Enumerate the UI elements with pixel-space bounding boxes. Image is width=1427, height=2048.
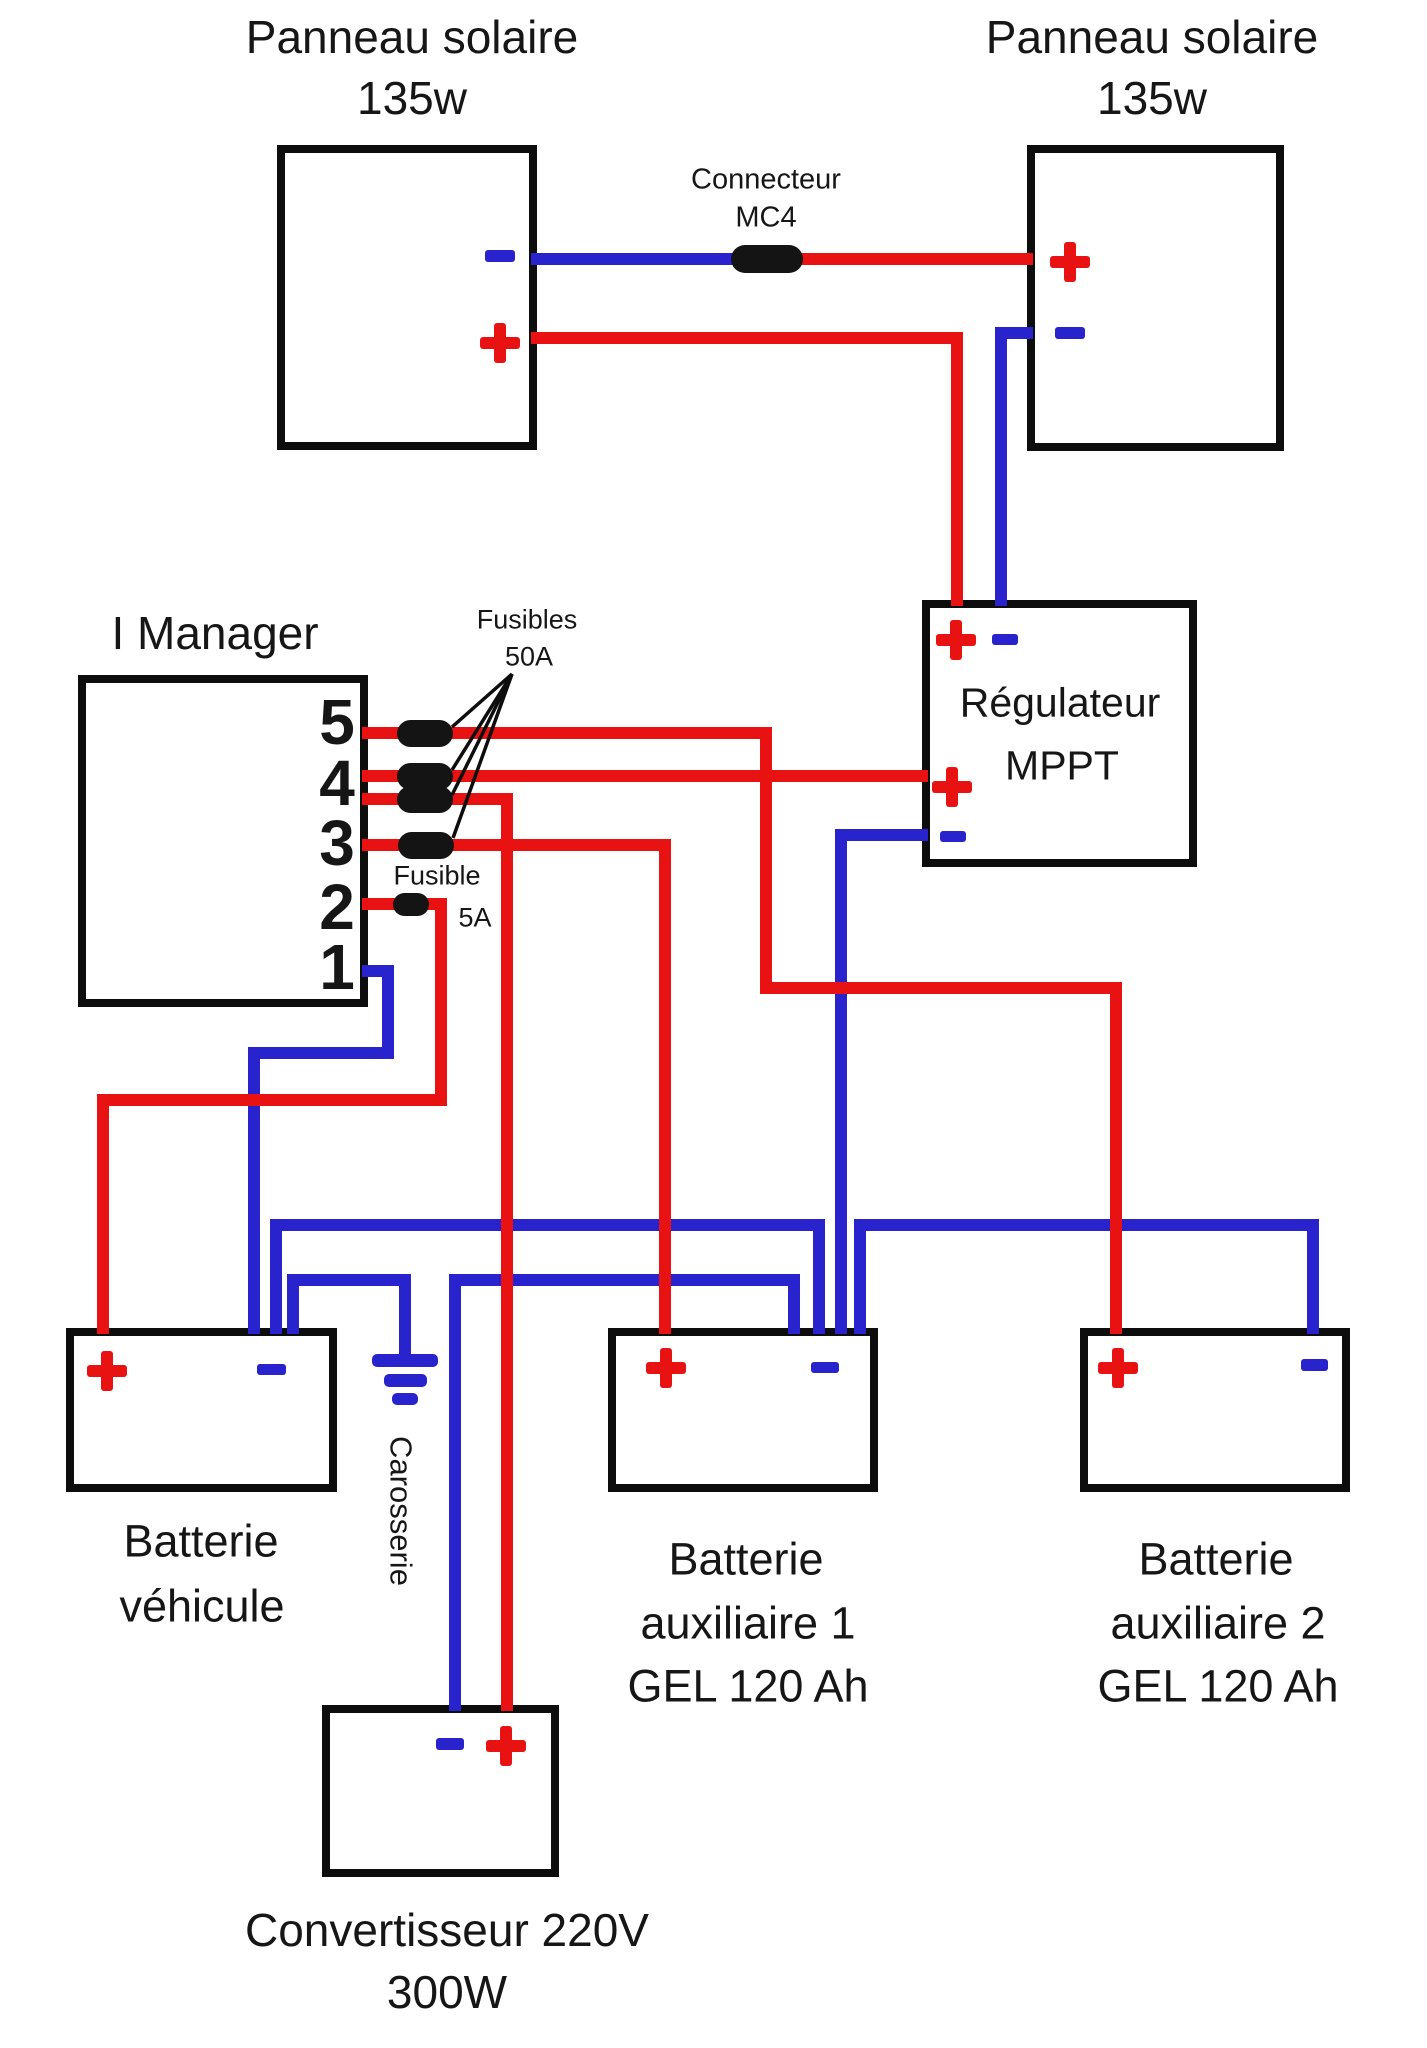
wire-terminal2-to-vehicle-pos-seg3	[97, 1094, 109, 1334]
terminal-number-4: 4	[319, 747, 355, 819]
wire-terminal5-to-aux2-pos-seg3	[1110, 982, 1122, 1334]
wire-vehicle-neg-to-ground-seg0	[287, 1274, 299, 1334]
battery-aux1-label-3: GEL 120 Ah	[627, 1660, 869, 1712]
fuse-50a-1	[397, 719, 453, 747]
mppt-left-plus-terminal-vbar	[946, 767, 958, 807]
converter-box	[322, 1705, 559, 1877]
mppt-top-minus-terminal	[992, 633, 1018, 645]
battery-aux2-label-1: Batterie	[1138, 1533, 1294, 1585]
panel-left-title-line1: Panneau solaire	[245, 11, 579, 63]
fuse-5a	[393, 892, 429, 916]
wire-terminal4b-to-converter-seg1	[501, 793, 513, 1711]
battery-aux2-minus	[1300, 1359, 1328, 1371]
fuse-50a-4	[398, 831, 454, 859]
wire-panel-left-pos-to-mppt-seg0	[531, 332, 963, 344]
fusible5-label-line1: Fusible	[393, 860, 481, 891]
terminal-number-2: 2	[319, 871, 355, 943]
wire-terminal4-to-mppt-pos-seg0	[362, 770, 928, 782]
bus-aux1-neg-to-aux2-neg-seg1	[854, 1219, 1319, 1231]
battery-aux1-plus-vbar	[660, 1348, 672, 1388]
chassis-ground-symbol-bar0	[372, 1353, 438, 1367]
bus-aux1-neg-to-aux2-neg-seg2	[1307, 1219, 1319, 1334]
wire-terminal5-to-aux2-pos-seg1	[760, 727, 772, 994]
converter-label-line2: 300W	[386, 1966, 508, 2018]
mc4-connector-body	[731, 245, 803, 273]
wire-panel-left-neg-to-mc4-seg0	[531, 253, 776, 265]
panel-left-title-line2: 135w	[357, 72, 467, 124]
battery-vehicle-plus-vbar	[101, 1351, 113, 1391]
fuse-50a-2	[397, 762, 453, 790]
converter-plus-terminal-vbar	[500, 1726, 512, 1766]
wire-mppt-neg-to-aux1-seg1	[835, 829, 847, 1334]
converter-label-line1: Convertisseur 220V	[245, 1904, 649, 1956]
bus-aux1-neg-to-converter-neg-seg1	[449, 1274, 800, 1286]
terminal-number-3: 3	[319, 807, 355, 879]
solar-panel-right-box	[1027, 145, 1284, 451]
wire-terminal1-to-vehicle-neg-seg3	[248, 1047, 260, 1334]
wire-terminal1-to-vehicle-neg-seg1	[382, 965, 394, 1059]
wire-terminal2-to-vehicle-pos-seg2	[97, 1094, 447, 1106]
bus-vehicle-neg-to-aux1-neg-seg0	[270, 1219, 282, 1334]
battery-vehicle-label-1: Batterie	[123, 1515, 279, 1567]
panel-left-minus-terminal	[485, 250, 515, 262]
fusibles-label-line2: 50A	[504, 641, 554, 672]
i-manager-title: I Manager	[111, 607, 319, 659]
wire-terminal5-to-aux2-pos-seg0	[362, 727, 772, 739]
wire-mc4-to-panel-right-pos-seg0	[758, 253, 1033, 265]
wire-mppt-neg-to-aux1-seg0	[835, 829, 928, 841]
converter-minus-terminal	[436, 1738, 464, 1750]
chassis-ground-symbol-bar2	[392, 1393, 418, 1405]
bus-vehicle-neg-to-aux1-neg-seg2	[813, 1219, 825, 1334]
connector-label-line1: Connecteur	[691, 163, 841, 196]
bus-aux1-neg-to-converter-neg-seg0	[788, 1274, 800, 1334]
bus-aux1-neg-to-aux2-neg-seg0	[854, 1219, 866, 1334]
battery-aux2-label-2: auxiliaire 2	[1110, 1597, 1326, 1649]
panel-left-plus-terminal-vbar	[494, 323, 506, 363]
battery-aux1-minus	[811, 1361, 839, 1373]
mppt-label-line2: MPPT	[1005, 742, 1119, 789]
terminal-number-5: 5	[319, 686, 355, 758]
mppt-left-minus-terminal	[940, 830, 966, 842]
battery-aux1-label-2: auxiliaire 1	[640, 1597, 856, 1649]
battery-aux2-label-3: GEL 120 Ah	[1097, 1660, 1339, 1712]
battery-aux2-box	[1080, 1328, 1350, 1492]
chassis-ground-symbol-bar1	[383, 1373, 427, 1387]
fusibles-label-line1: Fusibles	[476, 604, 578, 635]
fusible5-label-line2: 5A	[458, 902, 492, 933]
panel-right-plus-terminal-vbar	[1064, 242, 1076, 282]
panel-right-title-line1: Panneau solaire	[985, 11, 1319, 63]
mppt-label-line1: Régulateur	[959, 679, 1161, 726]
wire-panel-left-pos-to-mppt-seg1	[951, 332, 963, 606]
battery-vehicle-minus	[256, 1363, 286, 1375]
terminal-number-1: 1	[319, 931, 355, 1003]
panel-right-title-line2: 135w	[1097, 72, 1207, 124]
carosserie-label: Carosserie	[383, 1436, 419, 1586]
wire-terminal1-to-vehicle-neg-seg2	[248, 1047, 394, 1059]
battery-vehicle-label-2: véhicule	[119, 1580, 285, 1632]
battery-aux2-plus-vbar	[1112, 1348, 1124, 1388]
fuse-50a-3	[397, 785, 453, 813]
connector-label-line2: MC4	[735, 201, 797, 234]
wire-terminal2-to-vehicle-pos-seg1	[435, 898, 447, 1106]
solar-panel-left-box	[277, 145, 537, 450]
battery-aux1-box	[608, 1328, 878, 1492]
bus-vehicle-neg-to-aux1-neg-seg1	[270, 1219, 825, 1231]
wire-panel-right-neg-to-mppt-seg1	[995, 327, 1007, 606]
bus-aux1-neg-to-converter-neg-seg2	[449, 1274, 461, 1711]
wire-vehicle-neg-to-ground-seg2	[399, 1274, 411, 1366]
wire-vehicle-neg-to-ground-seg1	[287, 1274, 411, 1286]
panel-right-minus-terminal	[1055, 327, 1085, 339]
battery-aux1-label-1: Batterie	[668, 1533, 824, 1585]
wire-terminal3-to-aux1-pos-seg1	[659, 839, 671, 1334]
mppt-top-plus-terminal-vbar	[950, 620, 962, 660]
wire-terminal5-to-aux2-pos-seg2	[760, 982, 1122, 994]
